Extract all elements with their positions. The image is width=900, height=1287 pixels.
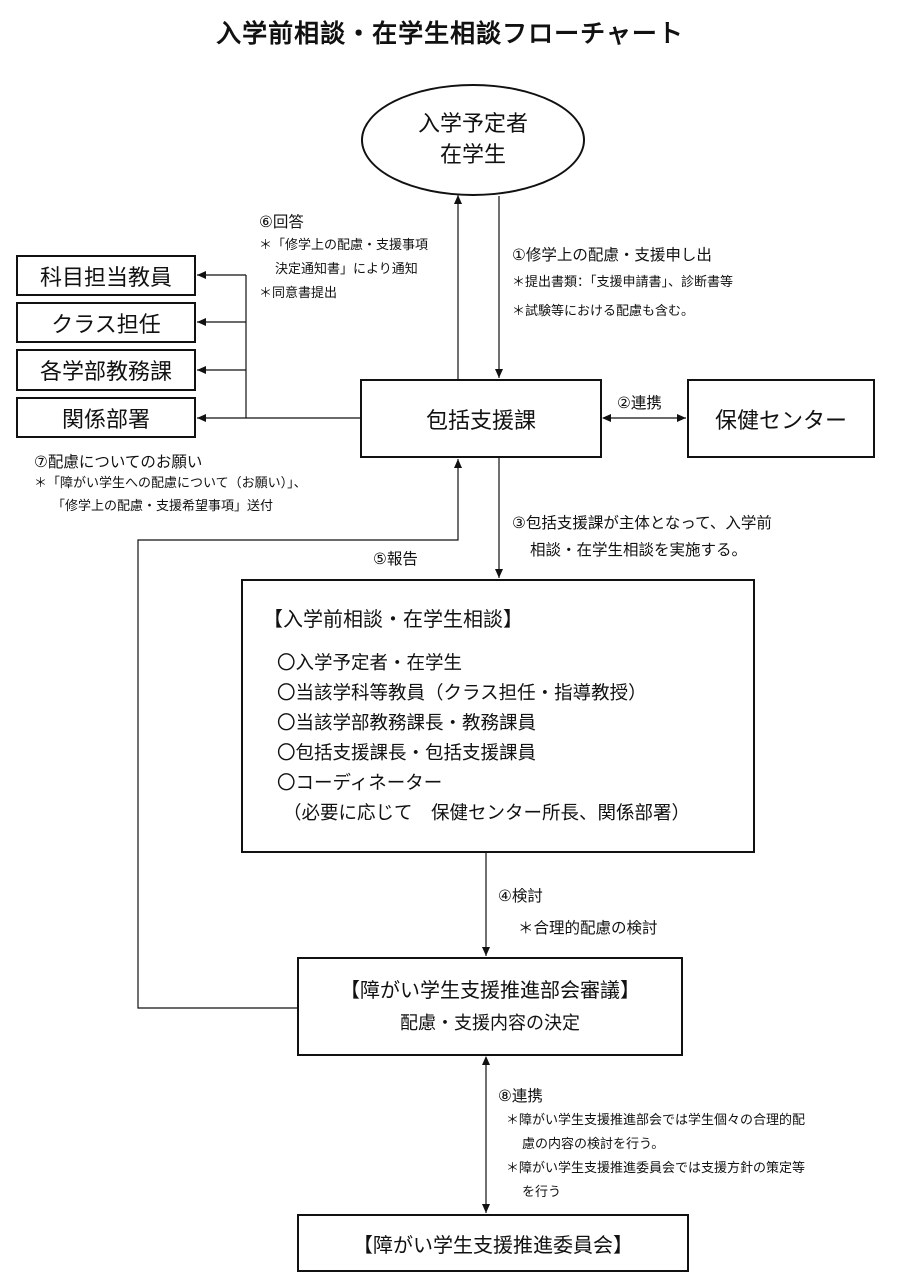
step8-note: ＊障がい学生支援推進委員会では支援方針の策定等 [506, 1161, 806, 1176]
step6-note: 決定通知書」により通知 [275, 262, 418, 277]
hokatsu-node: 包括支援課 [360, 379, 602, 458]
step1-note: ＊提出書類：「支援申請書」、診断書等 [512, 275, 734, 290]
step8-note: を行う [522, 1185, 562, 1200]
hoken-center-label: 保健センター [714, 408, 847, 434]
consult-members: 〇入学予定者・在学生 〇当該学科等教員（クラス担任・指導教授） 〇当該学部教務課… [277, 649, 690, 829]
step3-label: ③包括支援課が主体となって、入学前 [512, 514, 772, 532]
applicant-line-1: 入学予定者 [417, 112, 528, 137]
step4-label: ④検討 [498, 887, 543, 905]
step8-note: 慮の内容の検討を行う。 [522, 1137, 665, 1152]
arrow-5-report [137, 459, 462, 1009]
bukai-node: 【障がい学生支援推進部会審議】 配慮・支援内容の決定 [297, 957, 683, 1056]
step1-label: ①修学上の配慮・支援申し出 [512, 246, 712, 264]
iinkai-label: 【障がい学生支援推進委員会】 [353, 1232, 633, 1257]
consult-member: 〇コーディネーター [277, 773, 443, 794]
page-title: 入学前相談・在学生相談フローチャート [216, 19, 684, 48]
step8-note: ＊障がい学生支援推進部会では学生個々の合理的配 [506, 1113, 806, 1128]
step7-label: ⑦配慮についてのお願い [34, 453, 203, 471]
consult-node: 【入学前相談・在学生相談】 〇入学予定者・在学生 〇当該学科等教員（クラス担任・… [241, 579, 755, 853]
bukai-subtitle: 配慮・支援内容の決定 [400, 1012, 580, 1034]
hokatsu-label: 包括支援課 [425, 408, 536, 434]
consult-member: （必要に応じて 保健センター所長、関係部署） [283, 803, 691, 824]
hoken-center-node: 保健センター [687, 379, 875, 458]
step2-label: ②連携 [617, 394, 662, 412]
step3-label-cont: 相談・在学生相談を実施する。 [530, 541, 748, 559]
step5-label: ⑤報告 [373, 550, 418, 568]
consult-heading: 【入学前相談・在学生相談】 [263, 607, 523, 631]
class-teacher-label: クラス担任 [51, 312, 161, 338]
kyomu-label: 各学部教務課 [39, 360, 172, 385]
consult-member: 〇当該学部教務課長・教務課員 [277, 713, 537, 734]
step8-label: ⑧連携 [498, 1087, 543, 1105]
applicant-node: 入学予定者 在学生 [361, 84, 585, 196]
bukai-heading: 【障がい学生支援推進部会審議】 [340, 977, 640, 1002]
class-teacher-node: クラス担任 [16, 302, 196, 343]
step7-note: 「修学上の配慮・支援希望事項」送付 [52, 499, 274, 514]
step6-label: ⑥回答 [259, 213, 304, 231]
consult-member: 〇包括支援課長・包括支援課員 [277, 743, 537, 764]
kamoku-label: 科目担当教員 [39, 265, 172, 291]
consult-member: 〇入学予定者・在学生 [277, 653, 463, 674]
kankei-node: 関係部署 [16, 397, 196, 438]
applicant-line-2: 在学生 [439, 143, 506, 168]
kamoku-node: 科目担当教員 [16, 255, 196, 296]
step1-note: ＊試験等における配慮も含む。 [512, 304, 695, 319]
kankei-label: 関係部署 [61, 407, 150, 433]
step6-note: ＊同意書提出 [259, 286, 338, 301]
step4-note: ＊合理的配慮の検討 [518, 919, 658, 937]
consult-member: 〇当該学科等教員（クラス担任・指導教授） [277, 683, 647, 704]
iinkai-node: 【障がい学生支援推進委員会】 [297, 1214, 689, 1272]
kyomu-node: 各学部教務課 [16, 349, 196, 391]
step6-note: ＊「修学上の配慮・支援事項 [259, 238, 429, 253]
step7-note: ＊「障がい学生への配慮について（お願い）」、 [34, 476, 307, 491]
